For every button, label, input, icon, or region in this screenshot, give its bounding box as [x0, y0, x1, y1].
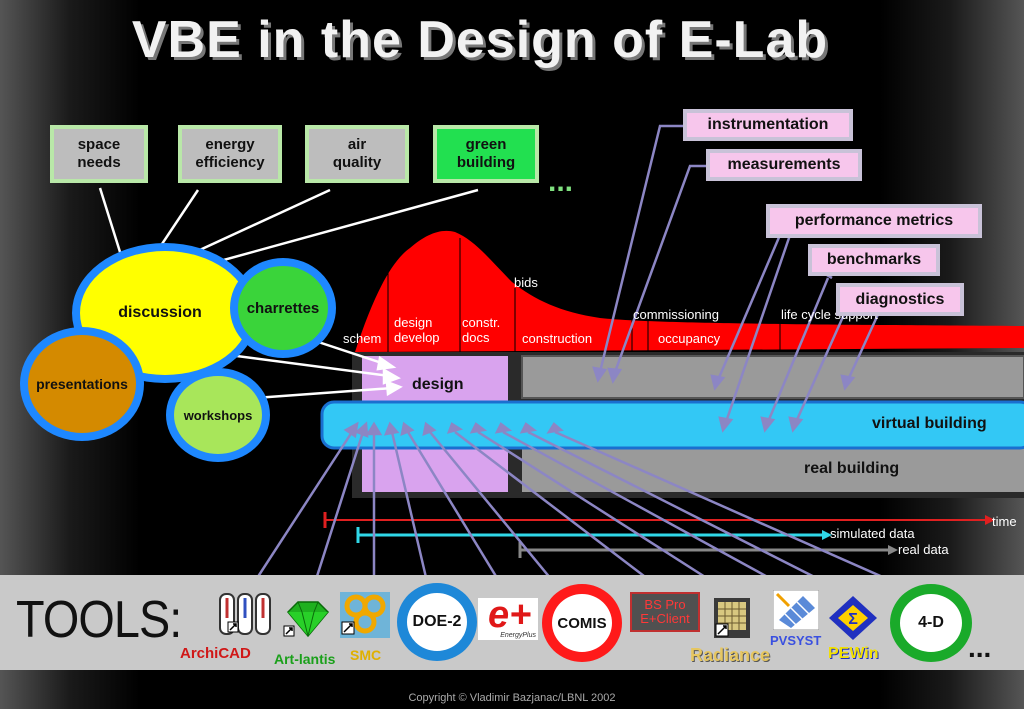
charrettes-circle: charrettes [230, 258, 336, 358]
copyright-text: Copyright © Vladimir Bazjanac/LBNL 2002 [408, 692, 616, 704]
topic-label: air quality [332, 136, 382, 171]
tool-arrows [246, 421, 931, 600]
real-building-label: real building [804, 460, 900, 477]
topics-more-dots: ... [548, 165, 574, 198]
construction-bar [521, 355, 1024, 399]
radiance-icon[interactable] [714, 598, 750, 638]
label-instrumentation: instrumentation [683, 109, 853, 141]
smc-label: SMC [350, 647, 382, 663]
simulated-data-label: simulated data [830, 526, 915, 541]
phase-occupancy: occupancy [658, 331, 721, 346]
archicad-icon[interactable] [218, 592, 274, 638]
real-data-arrowhead [888, 545, 898, 555]
presentations-label: presentations [36, 376, 128, 392]
pvsyst-label: PVSYST [770, 633, 822, 648]
doe2-label: DOE-2 [412, 613, 462, 630]
phase-commissioning: commissioning [633, 307, 719, 322]
topic-green-building: green building [433, 125, 539, 183]
tools-title: TOOLS: [16, 591, 182, 649]
smc-icon[interactable] [340, 592, 390, 638]
label-measurements: measurements [706, 149, 862, 181]
tools-more-dots: ... [968, 632, 992, 663]
comis-label: COMIS [557, 614, 607, 632]
artlantis-label: Art-lantis [274, 651, 336, 667]
svg-text:Σ: Σ [848, 611, 858, 628]
topic-air-quality: air quality [305, 125, 409, 183]
charrettes-label: charrettes [246, 299, 320, 317]
topic-energy-efficiency: energy efficiency [178, 125, 282, 183]
slide-title: VBE in the Design of E-Lab [131, 11, 829, 69]
real-data-label: real data [898, 542, 949, 557]
phase-design-develop: design develop [394, 315, 440, 345]
label-diagnostics: diagnostics [836, 283, 964, 316]
simulated-data-arrowhead [822, 530, 832, 540]
phase-schem: schem [343, 331, 382, 346]
virtual-building-label: virtual building [872, 415, 987, 432]
lifecycle-curve [355, 230, 1024, 352]
comis-ring[interactable]: COMIS [542, 584, 622, 662]
artlantis-icon[interactable] [282, 600, 334, 640]
label-performance-metrics: performance metrics [766, 204, 982, 238]
archicad-label: ArchiCAD [180, 645, 251, 662]
workshops-circle: workshops [166, 368, 270, 462]
design-label: design [412, 376, 464, 393]
pewin-icon[interactable]: Σ [828, 595, 878, 641]
discussion-label: discussion [118, 304, 202, 321]
bspro-icon[interactable]: BS Pro E+Client [630, 592, 700, 632]
pewin-label: PEWin [828, 645, 879, 662]
energyplus-icon[interactable]: e+ EnergyPlus [478, 594, 538, 640]
fourd-label: 4-D [918, 614, 944, 631]
measure-arrows [592, 124, 882, 433]
fourd-ring[interactable]: 4-D [890, 584, 972, 662]
phase-constr-docs: constr. docs [462, 315, 501, 345]
real-building-bar [522, 448, 1024, 492]
time-label: time [992, 514, 1017, 529]
presentations-circle: presentations [20, 327, 144, 441]
doe2-ring[interactable]: DOE-2 [397, 583, 477, 661]
topic-label: green building [456, 136, 516, 171]
phase-construction: construction [522, 331, 593, 346]
label-benchmarks: benchmarks [808, 244, 940, 276]
virtual-building-bar [320, 400, 1024, 450]
time-arrowhead [985, 515, 995, 525]
topic-space-needs: space needs [50, 125, 148, 183]
pvsyst-icon[interactable] [773, 590, 819, 630]
phase-bids: bids [514, 275, 538, 290]
energyplus-mark: e+ [488, 594, 532, 636]
radiance-label: Radiance [690, 645, 771, 665]
energyplus-sublabel: EnergyPlus [500, 632, 536, 639]
topic-label: space needs [77, 136, 121, 171]
workshops-label: workshops [183, 407, 253, 423]
bspro-label: BS Pro E+Client [640, 597, 690, 626]
topic-label: energy efficiency [195, 136, 265, 171]
